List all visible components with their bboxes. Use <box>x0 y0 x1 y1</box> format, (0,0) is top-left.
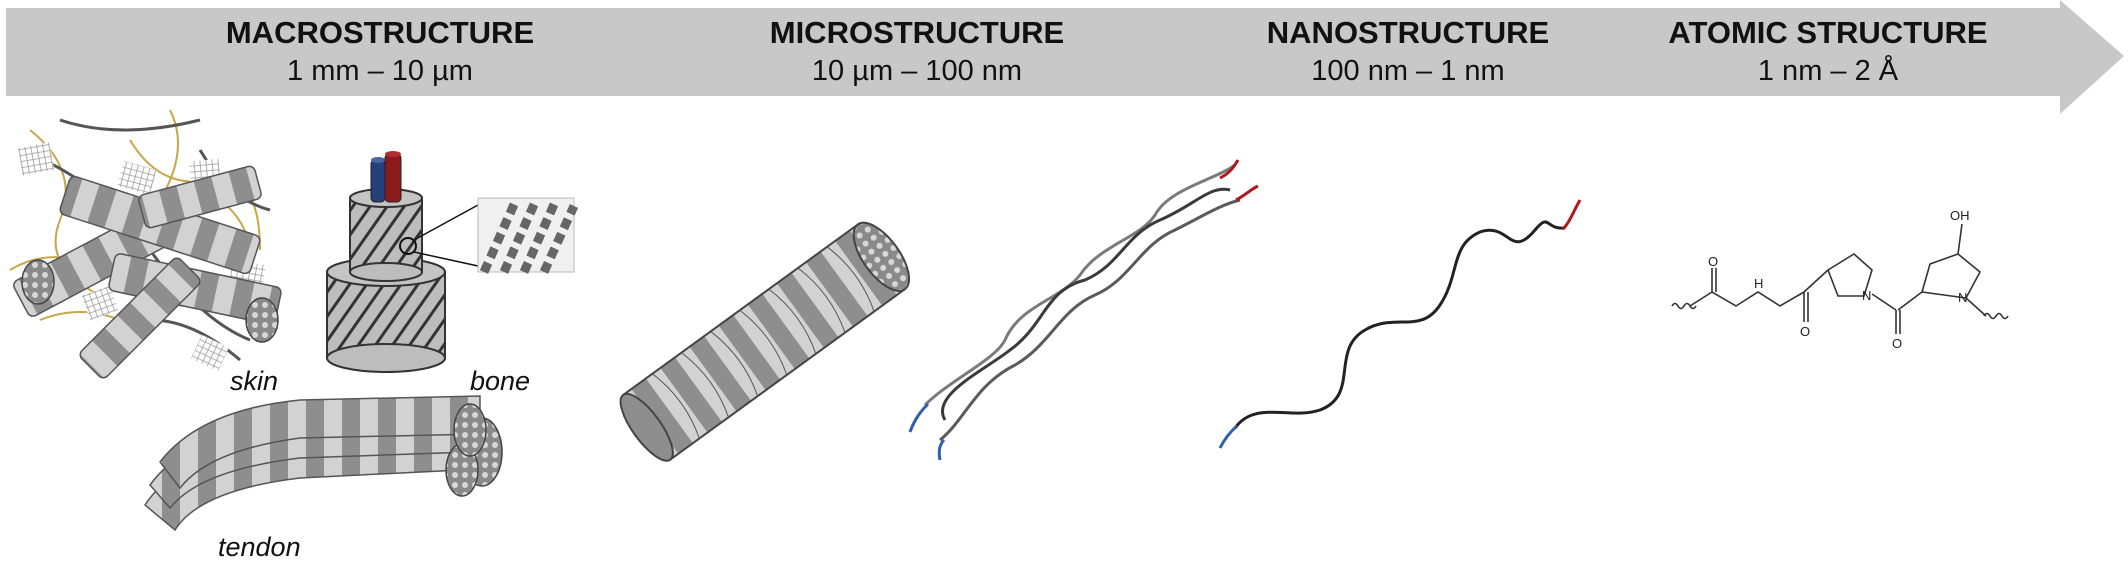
caption-tendon: tendon <box>218 532 301 562</box>
atom-nh-label: H <box>1754 276 1763 291</box>
atom-nitrogen-2: N <box>1958 290 1967 305</box>
atomic-structure-illustration: O H O N O N OH <box>1671 208 2009 351</box>
stage-title-atomic: ATOMIC STRUCTURE <box>1668 15 1987 50</box>
atom-hydroxyl: OH <box>1950 208 1970 223</box>
stage-range-atomic: 1 nm – 2 Å <box>1758 54 1899 87</box>
tendon-illustration: tendon <box>144 395 503 562</box>
stage-range-macro: 1 mm – 10 µm <box>287 55 473 87</box>
bone-illustration: bone <box>326 151 579 396</box>
caption-bone: bone <box>470 366 530 396</box>
single-chain-illustration <box>1218 199 1582 449</box>
stage-range-micro: 10 µm – 100 nm <box>812 55 1022 87</box>
stage-title-micro: MICROSTRUCTURE <box>770 15 1065 50</box>
atom-oxygen-3: O <box>1892 336 1902 351</box>
stage-range-nano: 100 nm – 1 nm <box>1311 55 1504 87</box>
fibril-illustration <box>619 221 911 462</box>
skin-illustration: skin <box>9 109 282 396</box>
stage-title-nano: NANOSTRUCTURE <box>1267 15 1549 50</box>
scale-arrow: MACROSTRUCTURE 1 mm – 10 µm MICROSTRUCTU… <box>6 0 2124 114</box>
caption-skin: skin <box>230 366 278 396</box>
stage-title-macro: MACROSTRUCTURE <box>226 15 534 50</box>
scale-arrow-shape <box>6 0 2124 114</box>
atom-oxygen-1: O <box>1708 254 1718 269</box>
atom-oxygen-2: O <box>1800 324 1810 339</box>
atom-nitrogen-1: N <box>1862 288 1871 303</box>
triple-helix-illustration <box>908 159 1259 461</box>
